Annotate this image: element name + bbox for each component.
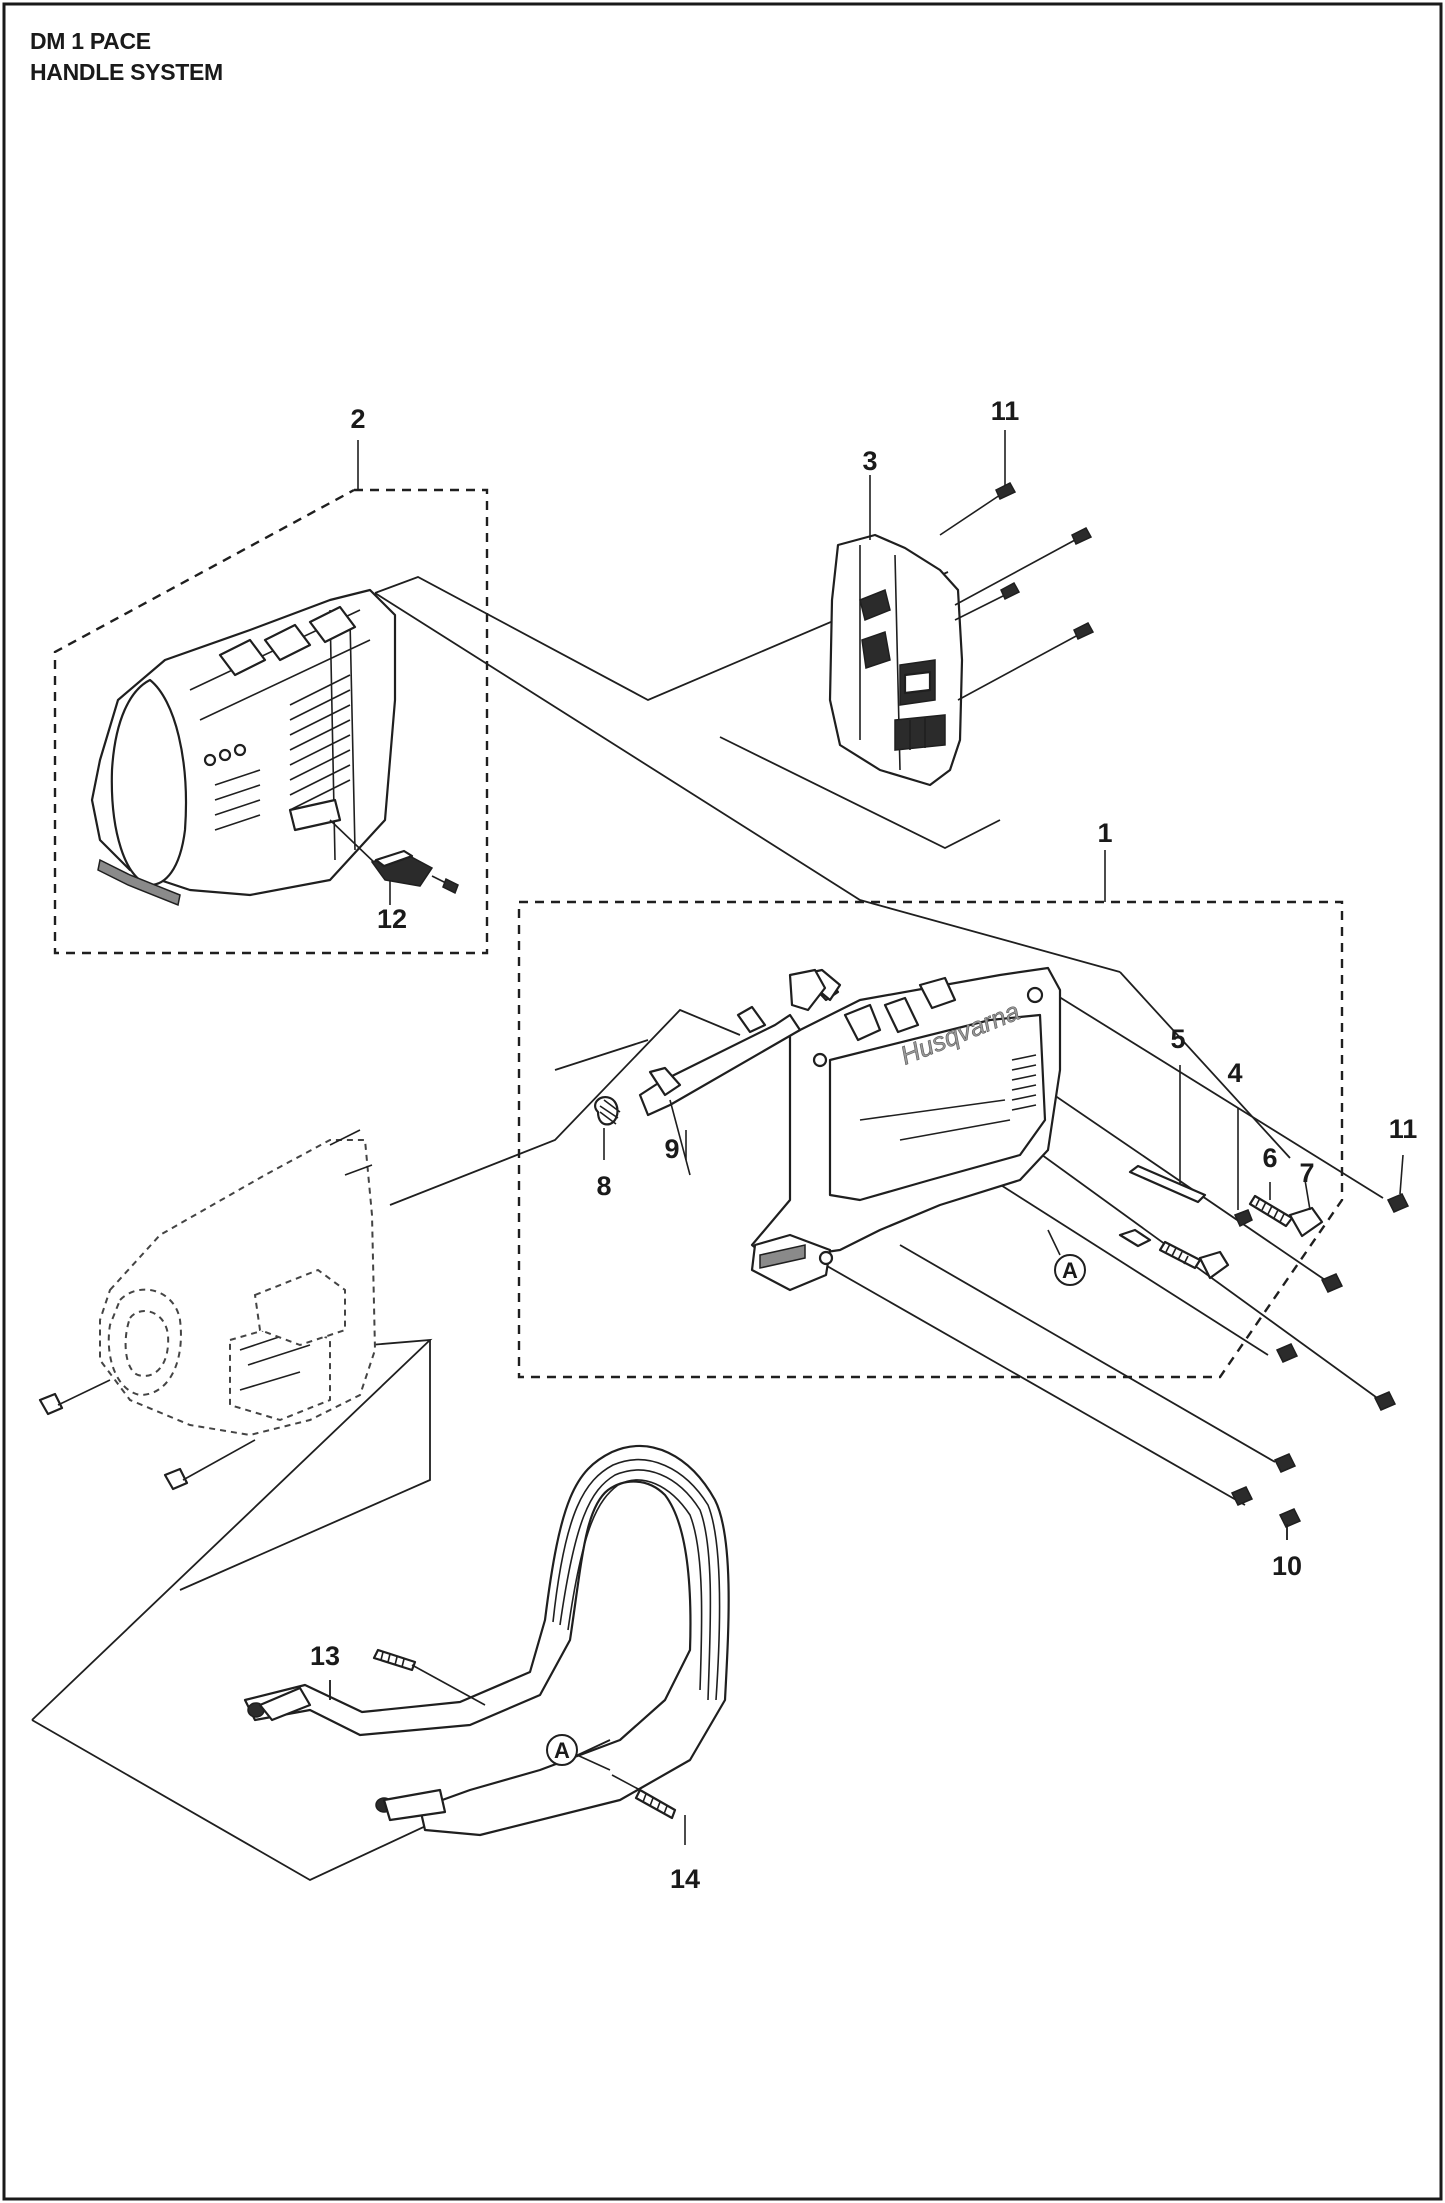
diagram-header: DM 1 PACE HANDLE SYSTEM [30,26,223,88]
reference-marker-a-1: A [1047,1229,1086,1286]
reference-marker-a-2: A [546,1734,611,1771]
callout-numbers: 2 11 3 1 12 5 4 11 6 7 9 8 10 13 14 [310,396,1417,1894]
callout-11-top: 11 [991,396,1020,426]
section-title: HANDLE SYSTEM [30,59,223,85]
callout-1: 1 [1097,818,1112,848]
hardware-parts-4-5-6-7 [1118,1065,1410,1540]
callout-2: 2 [350,404,365,434]
rear-housing-part-2 [90,588,459,907]
callout-6: 6 [1262,1143,1277,1173]
reference-letter: A [1062,1258,1078,1283]
spring-part-8 [594,1096,621,1160]
handle-housing-part-1: Husqvarna [750,966,1062,1292]
callout-3: 3 [862,446,877,476]
group-box-part-1 [517,900,1344,1379]
side-cover-part-3 [828,482,1095,787]
reference-letter: A [554,1738,570,1763]
callout-10: 10 [1272,1551,1302,1581]
callout-5: 5 [1170,1024,1185,1054]
throttle-lever-part-9 [638,968,827,1176]
callout-4: 4 [1227,1058,1242,1088]
callout-8: 8 [596,1171,611,1201]
callout-14: 14 [670,1864,700,1894]
front-handle-bar-part-13 [243,1444,730,1837]
callout-7: 7 [1299,1158,1314,1188]
callout-13: 13 [310,1641,340,1671]
machine-body-ghost [38,1129,377,1491]
callout-9: 9 [664,1134,679,1164]
callout-leaders [329,430,1288,1845]
callout-12: 12 [377,904,407,934]
model-title: DM 1 PACE [30,28,151,54]
callout-11-right: 11 [1389,1114,1418,1144]
